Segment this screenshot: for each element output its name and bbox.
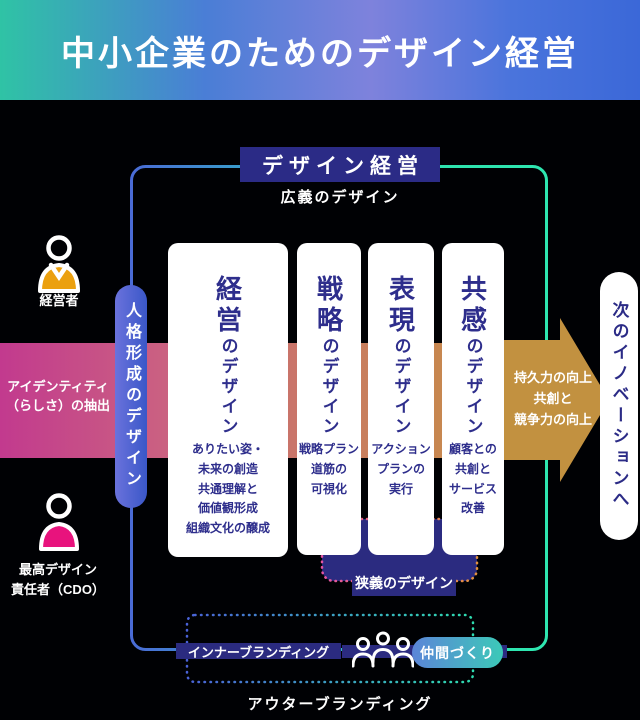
pillar-suffix: のデザイン bbox=[391, 337, 411, 437]
cdo-person-icon bbox=[39, 493, 79, 551]
people-group-icon bbox=[352, 631, 414, 668]
next-innovation-label: 次のイノベーションへ bbox=[609, 301, 629, 511]
pillar-suffix: のデザイン bbox=[463, 337, 483, 437]
pillar-expression-design: 表現のデザイン アクション プランの 実行 bbox=[368, 243, 434, 555]
pillar-title: 共感 bbox=[457, 275, 488, 337]
next-innovation-pill: 次のイノベーションへ bbox=[600, 272, 638, 540]
design-management-badge: デザイン経営 bbox=[240, 147, 440, 182]
cdo-label: 最高デザイン 責任者（CDO） bbox=[11, 562, 105, 597]
personality-design-pill: 人格形成のデザイン bbox=[115, 285, 147, 508]
pillar-description: 顧客との 共創と サービス 改善 bbox=[448, 442, 497, 516]
manager-person-icon bbox=[38, 235, 80, 293]
pillar-empathy-design: 共感のデザイン 顧客との 共創と サービス 改善 bbox=[442, 243, 504, 555]
pillar-suffix: のデザイン bbox=[319, 337, 339, 437]
pillar-strategy-design: 戦略のデザイン 戦略プラン 道筋の 可視化 bbox=[297, 243, 361, 555]
page-title: 中小企業のためのデザイン経営 bbox=[0, 0, 640, 100]
outer-branding-label: アウターブランディング bbox=[247, 696, 433, 713]
broad-design-label: 広義のデザイン bbox=[280, 189, 400, 206]
pillar-suffix: のデザイン bbox=[218, 337, 238, 437]
pillar-description: アクション プランの 実行 bbox=[371, 442, 431, 496]
pillar-description: ありたい姿・ 未来の創造 共通理解と 価値観形成 組織文化の醸成 bbox=[185, 442, 270, 536]
arrow-caption: 持久力の向上 共創と 競争力の向上 bbox=[513, 370, 592, 428]
manager-label: 経営者 bbox=[39, 293, 79, 308]
pillar-description: 戦略プラン 道筋の 可視化 bbox=[298, 442, 359, 496]
pillar-title: 表現 bbox=[385, 275, 416, 337]
narrow-design-label: 狭義のデザイン bbox=[352, 570, 456, 596]
companions-pill: 仲間づくり bbox=[412, 637, 503, 668]
pillar-management-design: 経営のデザイン ありたい姿・ 未来の創造 共通理解と 価値観形成 組織文化の醸成 bbox=[168, 243, 288, 557]
identity-extraction-label: アイデンティティ （らしさ）の抽出 bbox=[5, 379, 110, 413]
pillar-title: 戦略 bbox=[313, 275, 344, 337]
pillar-title: 経営 bbox=[212, 275, 243, 337]
innovation-arrow bbox=[500, 318, 609, 482]
inner-branding-label: インナーブランディング bbox=[176, 643, 341, 660]
personality-design-label: 人格形成のデザイン bbox=[123, 302, 140, 491]
